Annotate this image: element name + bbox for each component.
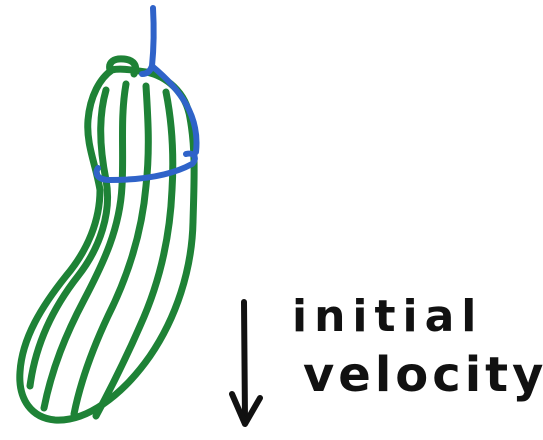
arrow-shaft (244, 302, 245, 420)
label-group: initial velocity (292, 291, 543, 403)
down-arrow-icon (232, 302, 260, 424)
cucumber-illustration (20, 59, 194, 420)
label-velocity: velocity (303, 347, 543, 403)
label-initial: initial (292, 291, 483, 342)
